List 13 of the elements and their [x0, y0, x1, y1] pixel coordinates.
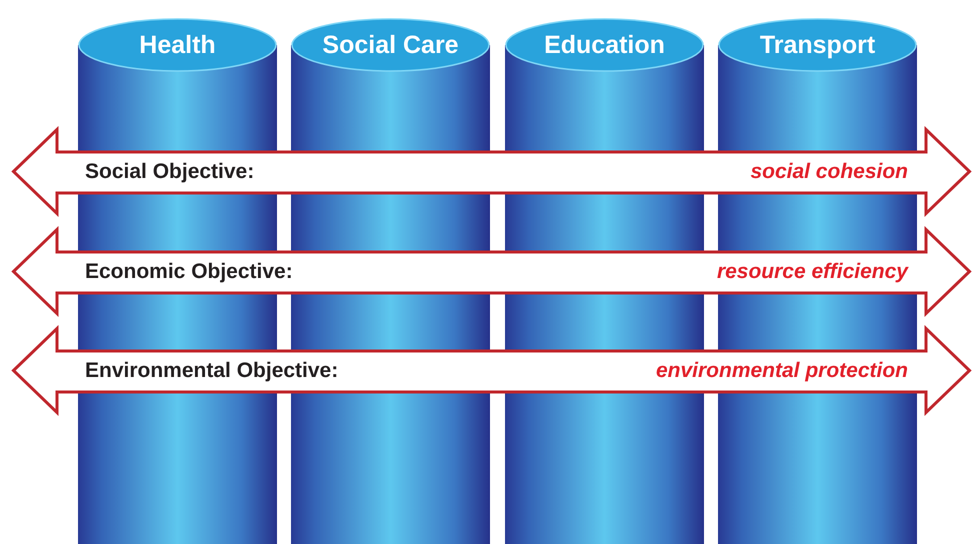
double-arrow-band	[12, 128, 971, 215]
double-arrow-band	[12, 327, 971, 414]
column-title: Social Care	[321, 30, 460, 60]
column-title: Transport	[758, 30, 876, 60]
column-title: Health	[138, 30, 217, 60]
objective-label: Environmental Objective:	[85, 358, 338, 384]
objective-goal: social cohesion	[750, 159, 908, 185]
objective-label: Social Objective:	[85, 159, 254, 185]
column-title: Education	[543, 30, 666, 60]
objective-goal: resource efficiency	[716, 259, 908, 285]
objective-label: Economic Objective:	[85, 259, 293, 285]
double-arrow-band	[12, 228, 971, 315]
objective-goal: environmental protection	[656, 358, 908, 384]
